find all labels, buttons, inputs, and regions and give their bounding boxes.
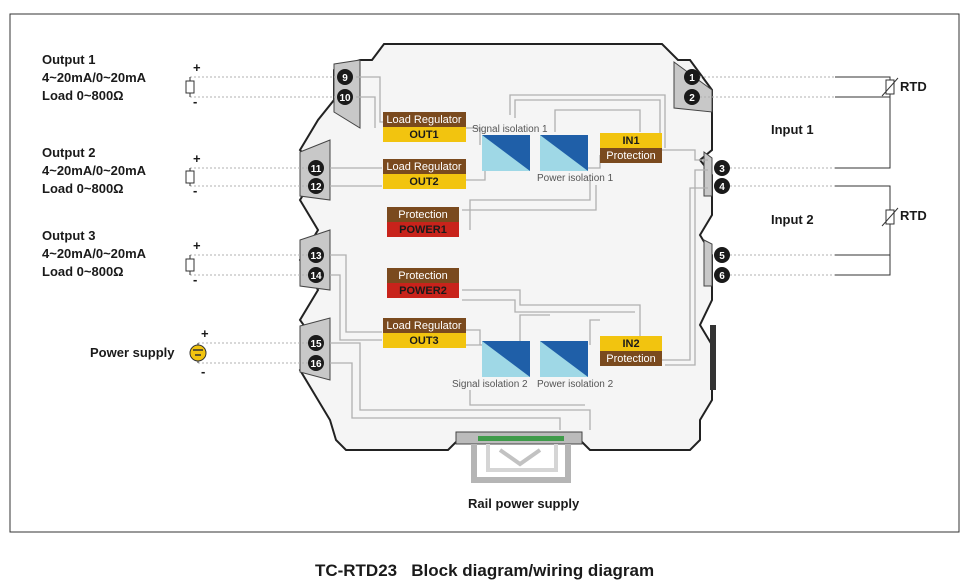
load-regulator-out2: Load Regulator OUT2 [383, 159, 466, 189]
output2-plus: + [193, 151, 201, 166]
terminal-5 [714, 247, 730, 263]
power-isolator-1 [540, 135, 588, 171]
terminal-4 [714, 178, 730, 194]
signal-isolator-1 [482, 135, 530, 171]
power-supply-symbol [189, 344, 207, 362]
terminal-1 [684, 69, 700, 85]
diagram-caption: TC-RTD23 Block diagram/wiring diagram [0, 561, 969, 581]
terminal-12 [308, 178, 324, 194]
protection-power1: Protection POWER1 [387, 207, 459, 237]
terminal-13 [308, 247, 324, 263]
terminal-16 [308, 355, 324, 371]
rtd-sensors [835, 76, 899, 276]
power-plus: + [201, 326, 209, 341]
input2-title: Input 2 [771, 212, 814, 227]
svg-text:4: 4 [719, 182, 725, 193]
terminal-3 [714, 160, 730, 176]
output1-plus: + [193, 60, 201, 75]
signal-isolation-1-label: Signal isolation 1 [472, 124, 548, 135]
svg-text:Protection: Protection [606, 353, 656, 365]
in2-protection: IN2 Protection [600, 336, 662, 366]
output3-minus: - [193, 272, 197, 287]
svg-text:OUT3: OUT3 [409, 335, 438, 347]
output2-range: 4~20mA/0~20mA [42, 163, 147, 178]
load-regulator-out1: Load Regulator OUT1 [383, 112, 466, 142]
svg-text:IN2: IN2 [622, 338, 639, 350]
terminal-14 [308, 267, 324, 283]
svg-text:Load Regulator: Load Regulator [386, 320, 462, 332]
terminal-2 [684, 89, 700, 105]
output1-title: Output 1 [42, 52, 95, 67]
svg-text:13: 13 [310, 251, 322, 262]
svg-text:16: 16 [310, 359, 322, 370]
polarity-signs: + - + - + - + - [193, 60, 209, 379]
svg-text:3: 3 [719, 164, 725, 175]
output2-minus: - [193, 183, 197, 198]
caption-title: Block diagram/wiring diagram [411, 561, 655, 580]
svg-text:OUT2: OUT2 [409, 176, 438, 188]
power-supply-label: Power supply [90, 345, 175, 360]
power-isolation-2-label: Power isolation 2 [537, 379, 614, 390]
output1-range: 4~20mA/0~20mA [42, 70, 147, 85]
rail-connector [455, 431, 583, 483]
svg-text:Protection: Protection [398, 270, 448, 282]
external-wires-left [190, 76, 336, 364]
terminal-11 [308, 160, 324, 176]
load-resistor-1 [185, 80, 195, 94]
input1-title: Input 1 [771, 122, 814, 137]
terminal-9 [337, 69, 353, 85]
svg-text:1: 1 [689, 73, 695, 84]
svg-text:14: 14 [310, 271, 322, 282]
output-load-symbols [185, 77, 199, 363]
external-wires-right [700, 76, 835, 276]
output-labels: Output 1 4~20mA/0~20mA Load 0~800Ω Outpu… [42, 52, 175, 360]
svg-text:Load Regulator: Load Regulator [386, 161, 462, 173]
svg-text:12: 12 [310, 182, 322, 193]
signal-isolator-2 [482, 341, 530, 377]
terminal-6 [714, 267, 730, 283]
power-isolation-1-label: Power isolation 1 [537, 173, 614, 184]
svg-text:15: 15 [310, 339, 322, 350]
svg-text:9: 9 [342, 73, 348, 84]
in1-protection: IN1 Protection [600, 133, 662, 163]
protection-power2: Protection POWER2 [387, 268, 459, 298]
terminal-10 [337, 89, 353, 105]
svg-text:5: 5 [719, 251, 725, 262]
load-resistor-3 [185, 258, 195, 272]
output3-load: Load 0~800Ω [42, 264, 124, 279]
output2-title: Output 2 [42, 145, 95, 160]
output3-range: 4~20mA/0~20mA [42, 246, 147, 261]
power-minus: - [201, 364, 205, 379]
caption-model: TC-RTD23 [314, 561, 398, 580]
svg-text:OUT1: OUT1 [409, 129, 438, 141]
wiring-diagram: + - + - + - + - RTD RTD Output 1 4~20mA/… [9, 13, 960, 533]
output1-minus: - [193, 94, 197, 109]
terminals-right: 1 2 3 4 5 6 [684, 69, 730, 283]
svg-text:Protection: Protection [398, 209, 448, 221]
svg-text:Protection: Protection [606, 150, 656, 162]
rtd1-label: RTD [900, 79, 927, 94]
svg-text:POWER1: POWER1 [399, 224, 447, 236]
svg-text:10: 10 [339, 93, 351, 104]
power-isolator-2 [540, 341, 588, 377]
output3-plus: + [193, 238, 201, 253]
output3-title: Output 3 [42, 228, 95, 243]
load-regulator-out3: Load Regulator OUT3 [383, 318, 466, 348]
output2-load: Load 0~800Ω [42, 181, 124, 196]
svg-text:IN1: IN1 [622, 135, 639, 147]
terminals-left: 9 10 11 12 13 14 15 16 [308, 69, 353, 371]
svg-text:POWER2: POWER2 [399, 285, 447, 297]
svg-text:11: 11 [311, 164, 322, 175]
svg-text:Load Regulator: Load Regulator [386, 114, 462, 126]
output1-load: Load 0~800Ω [42, 88, 124, 103]
rail-power-supply-label: Rail power supply [468, 496, 580, 511]
rtd2-label: RTD [900, 208, 927, 223]
terminal-15 [308, 335, 324, 351]
load-resistor-2 [185, 170, 195, 184]
signal-isolation-2-label: Signal isolation 2 [452, 379, 528, 390]
svg-text:6: 6 [719, 271, 725, 282]
svg-text:2: 2 [689, 93, 695, 104]
